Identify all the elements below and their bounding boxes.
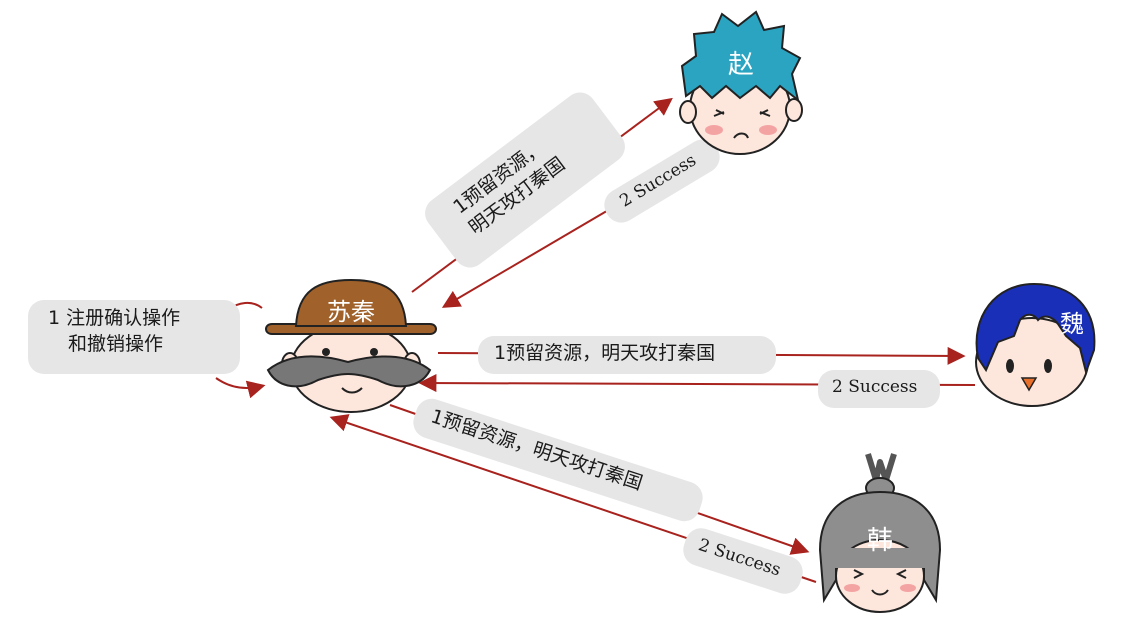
han-face-icon: [818, 453, 942, 613]
wei-avatar: 魏: [968, 278, 1102, 410]
suqin-name: 苏秦: [327, 298, 375, 326]
register-bubble: 1 注册确认操作 和撤销操作: [28, 300, 240, 374]
register-line-1: 1 注册确认操作: [48, 307, 181, 329]
wei-request-bubble: 1预留资源，明天攻打秦国: [478, 336, 776, 374]
han-avatar: 韩: [810, 450, 950, 616]
zhao-avatar: 赵: [676, 8, 806, 156]
wei-request-label: 1预留资源，明天攻打秦国: [494, 342, 716, 364]
self-loop-arrow-in: [215, 377, 266, 399]
zhao-face-icon: [679, 10, 803, 155]
han-name: 韩: [866, 526, 893, 556]
register-line-2: 和撤销操作: [68, 332, 164, 355]
wei-response-bubble: 2 Success: [818, 370, 940, 408]
wei-face-icon: [975, 282, 1096, 407]
wei-name: 魏: [1060, 310, 1084, 338]
wei-response-label: 2 Success: [832, 377, 918, 397]
zhao-name: 赵: [727, 50, 754, 80]
suqin-face-icon: [265, 278, 437, 413]
suqin-avatar: 苏秦: [262, 276, 440, 416]
